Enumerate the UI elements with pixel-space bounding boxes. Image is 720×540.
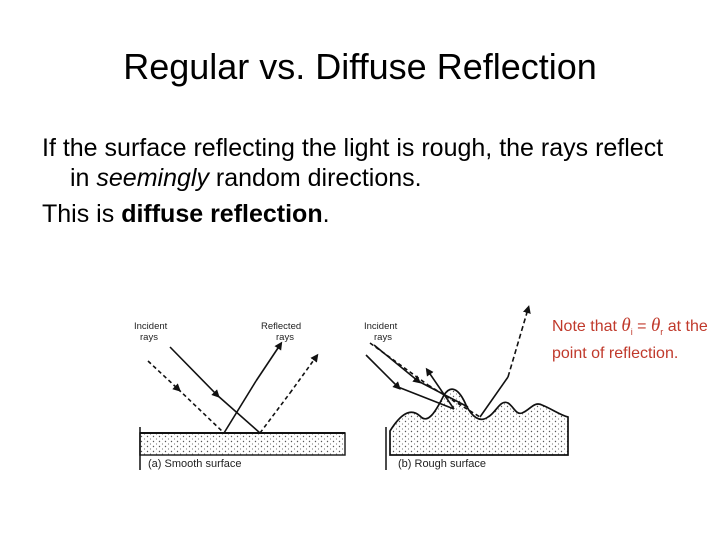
reflected-rays-label-2: rays bbox=[276, 332, 294, 343]
smooth-surface-caption: (a) Smooth surface bbox=[148, 458, 242, 470]
theta-symbol: θ bbox=[621, 315, 631, 336]
rough-incident-rays-label: Incident bbox=[364, 321, 398, 332]
paragraph-diffuse-definition: This is diffuse reflection. bbox=[42, 199, 682, 229]
slide-title: Regular vs. Diffuse Reflection bbox=[123, 46, 597, 87]
smooth-surface-block bbox=[139, 432, 346, 456]
rough-surface-caption: (b) Rough surface bbox=[398, 458, 486, 470]
incident-ray-2 bbox=[147, 360, 225, 434]
rough-surface-diagram: Incident rays (b) Rough surface bbox=[364, 305, 569, 470]
reflected-ray-2 bbox=[259, 353, 319, 434]
reflected-rays-label: Reflected bbox=[261, 321, 301, 332]
incident-rays-label-2: rays bbox=[140, 332, 158, 343]
paragraph-text: If the surface reflecting the light is r… bbox=[42, 134, 664, 192]
rough-reflected-ray-1 bbox=[425, 367, 455, 410]
note-suffix: at the point of reflection. bbox=[552, 318, 708, 363]
incident-rays-label: Incident bbox=[134, 321, 168, 332]
emphasis-seemingly: seemingly bbox=[96, 164, 209, 192]
reflected-ray-1 bbox=[223, 341, 283, 434]
note-equals: = bbox=[632, 318, 651, 335]
rough-incident-ray-3 bbox=[369, 342, 481, 418]
theta-symbol-2: θ bbox=[650, 315, 661, 336]
paragraph-text-end: random directions. bbox=[208, 164, 422, 192]
rough-incident-ray-2 bbox=[365, 354, 455, 410]
subscript-i: i bbox=[630, 327, 633, 338]
rough-surface-block bbox=[389, 388, 569, 456]
slide-body: If the surface reflecting the light is r… bbox=[42, 133, 682, 235]
paragraph-text: This is bbox=[42, 200, 122, 228]
rough-reflected-ray-2 bbox=[479, 305, 531, 418]
rough-incident-rays-label-2: rays bbox=[374, 332, 392, 343]
subscript-r: r bbox=[660, 327, 664, 338]
term-diffuse-reflection: diffuse reflection bbox=[121, 200, 323, 228]
reflection-figure: Incident rays Reflected rays (a) Smooth … bbox=[134, 305, 569, 470]
smooth-surface-diagram: Incident rays Reflected rays (a) Smooth … bbox=[134, 321, 346, 470]
note-prefix: Note that bbox=[552, 318, 622, 335]
incident-ray-1 bbox=[169, 346, 261, 434]
paragraph-text-end: . bbox=[322, 200, 330, 228]
angle-note: Note that θi = θr at the point of reflec… bbox=[552, 315, 712, 365]
paragraph-rough-surface: If the surface reflecting the light is r… bbox=[42, 133, 682, 193]
